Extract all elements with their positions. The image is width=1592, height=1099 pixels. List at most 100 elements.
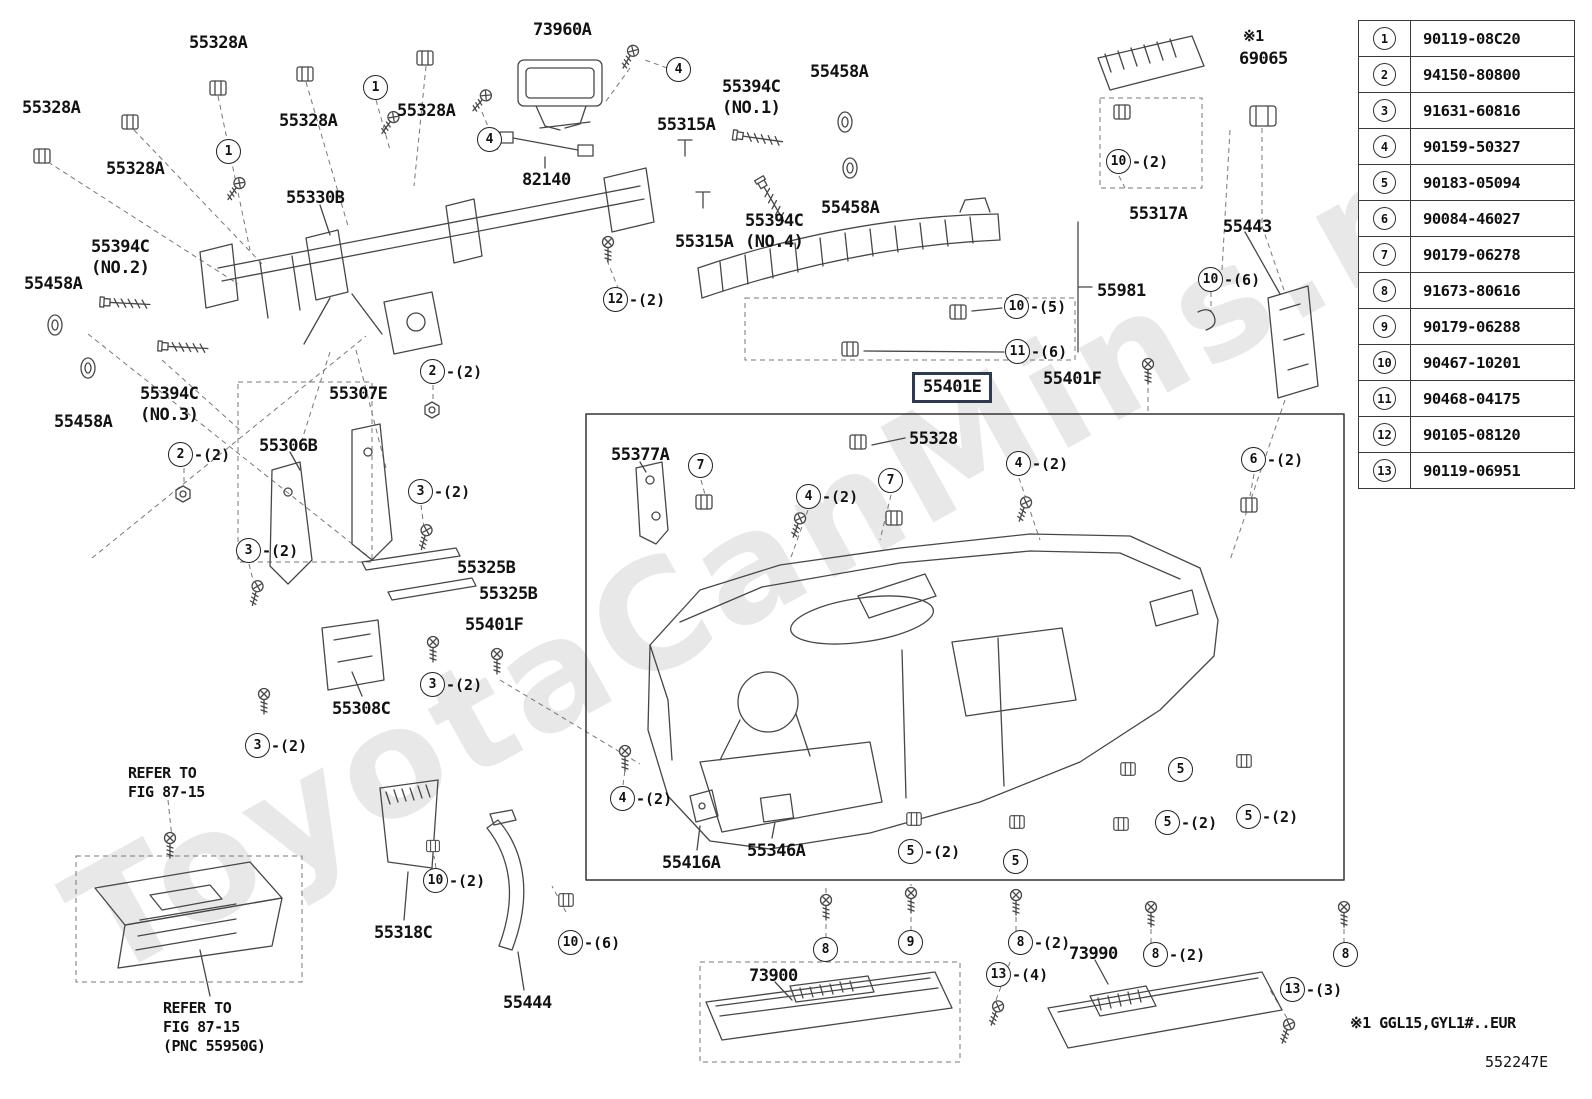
- part-label: 55328A: [397, 101, 456, 121]
- callout-number: 3: [245, 733, 270, 758]
- callout-1: 1: [216, 139, 241, 164]
- part-label: 55416A: [662, 853, 721, 873]
- callout-3: 3-(2): [236, 538, 298, 563]
- part-label: 55328: [909, 429, 958, 449]
- parts-table-row: 13 90119-06951: [1358, 452, 1575, 489]
- callout-number: 4: [1006, 451, 1031, 476]
- callout-number: 4: [666, 57, 691, 82]
- part-label: 55981: [1097, 281, 1146, 301]
- ref-number-cell: 8: [1358, 272, 1411, 309]
- part-label: 73990: [1069, 944, 1118, 964]
- callout-qty: -(2): [194, 445, 231, 464]
- part-label: 55328A: [106, 159, 165, 179]
- callout-number: 4: [477, 127, 502, 152]
- callout-qty: -(2): [446, 675, 483, 694]
- ref-number: 13: [1373, 459, 1396, 482]
- part-label: 55401F: [465, 615, 524, 635]
- ref-number: 4: [1373, 135, 1396, 158]
- part-label: 55458A: [54, 412, 113, 432]
- callout-number: 1: [216, 139, 241, 164]
- callout-12: 12-(2): [603, 287, 665, 312]
- callout-qty: -(2): [1032, 454, 1069, 473]
- ref-number-cell: 11: [1358, 380, 1411, 417]
- part-label: 55318C: [374, 923, 433, 943]
- part-label: 55444: [503, 993, 552, 1013]
- callout-qty: -(6): [1031, 342, 1068, 361]
- part-number: 90119-06951: [1410, 452, 1575, 489]
- callout-10: 10-(5): [1004, 294, 1066, 319]
- part-label: 55401F: [1043, 369, 1102, 389]
- callout-number: 3: [420, 672, 445, 697]
- ref-number: 11: [1373, 387, 1396, 410]
- callout-number: 11: [1005, 339, 1030, 364]
- callout-number: 8: [1333, 942, 1358, 967]
- part-label: 55394C(NO.2): [91, 237, 150, 279]
- callout-qty: -(4): [1012, 965, 1049, 984]
- callout-number: 10: [558, 930, 583, 955]
- ref-number-cell: 10: [1358, 344, 1411, 381]
- callout-number: 4: [796, 484, 821, 509]
- drawing-code: 552247E: [1485, 1053, 1549, 1071]
- ref-number-cell: 1: [1358, 20, 1411, 57]
- ref-number-cell: 6: [1358, 200, 1411, 237]
- ref-number: 1: [1373, 27, 1396, 50]
- callout-number: 10: [423, 868, 448, 893]
- callout-4: 4-(2): [796, 484, 858, 509]
- part-label: 55307E: [329, 384, 388, 404]
- ref-number: 5: [1373, 171, 1396, 194]
- callout-number: 5: [1236, 804, 1261, 829]
- callout-number: 8: [813, 937, 838, 962]
- part-label: 55330B: [286, 188, 345, 208]
- ref-number-cell: 3: [1358, 92, 1411, 129]
- callout-number: 3: [236, 538, 261, 563]
- callout-number: 6: [1241, 447, 1266, 472]
- ref-number-cell: 7: [1358, 236, 1411, 273]
- callout-number: 9: [898, 930, 923, 955]
- callout-qty: -(6): [1224, 270, 1261, 289]
- callout-13: 13-(4): [986, 962, 1048, 987]
- callout-qty: -(2): [1262, 807, 1299, 826]
- part-number: 90159-50327: [1410, 128, 1575, 165]
- part-number: 91631-60816: [1410, 92, 1575, 129]
- callout-number: 10: [1106, 149, 1131, 174]
- callout-10: 10-(2): [1106, 149, 1168, 174]
- part-label: 69065: [1239, 49, 1288, 69]
- part-label: 55394C(NO.1): [722, 77, 781, 119]
- callout-8: 8: [813, 937, 838, 962]
- part-number: 90179-06288: [1410, 308, 1575, 345]
- callout-number: 4: [610, 786, 635, 811]
- callout-3: 3-(2): [420, 672, 482, 697]
- part-label: 55328A: [279, 111, 338, 131]
- callout-number: 12: [603, 287, 628, 312]
- part-label: 55458A: [810, 62, 869, 82]
- callout-qty: -(3): [1306, 980, 1343, 999]
- callout-3: 3-(2): [245, 733, 307, 758]
- callout-7: 7: [688, 453, 713, 478]
- part-number: 94150-80800: [1410, 56, 1575, 93]
- callout-qty: -(2): [1132, 152, 1169, 171]
- callout-5: 5-(2): [898, 839, 960, 864]
- part-label: 55325B: [479, 584, 538, 604]
- callout-4: 4: [666, 57, 691, 82]
- highlighted-part-label: 55401E: [912, 372, 993, 404]
- part-label: 55394C(NO.4): [745, 211, 804, 253]
- callout-qty: -(2): [924, 842, 961, 861]
- callout-number: 7: [688, 453, 713, 478]
- part-label: ※1: [1243, 27, 1264, 45]
- ref-number: 8: [1373, 279, 1396, 302]
- callout-5: 5-(2): [1155, 810, 1217, 835]
- callout-qty: -(5): [1030, 297, 1067, 316]
- part-label: 55317A: [1129, 204, 1188, 224]
- ref-number-cell: 13: [1358, 452, 1411, 489]
- part-label: 55328A: [22, 98, 81, 118]
- callout-qty: -(2): [449, 871, 486, 890]
